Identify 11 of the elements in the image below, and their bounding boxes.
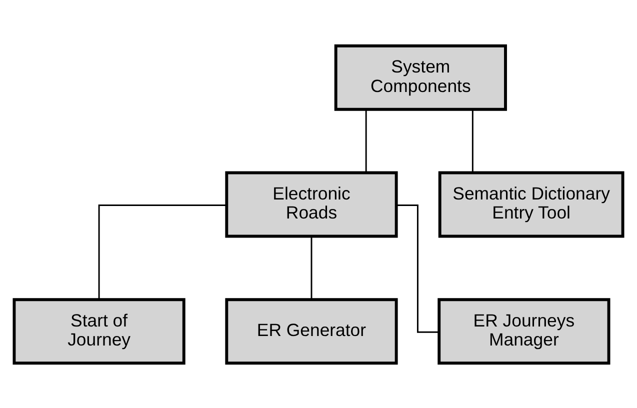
node-box: System Components	[334, 44, 507, 110]
connector	[472, 109, 474, 172]
connector	[396, 204, 439, 332]
node-box: Semantic Dictionary Entry Tool	[438, 170, 624, 238]
node-box: ER Journeys Manager	[438, 298, 610, 364]
connector	[98, 204, 226, 300]
connector	[310, 236, 312, 299]
node-box: Start of Journey	[12, 298, 186, 364]
connector	[365, 109, 367, 172]
node-box: ER Generator	[225, 298, 398, 364]
node-box: Electronic Roads	[225, 170, 398, 238]
